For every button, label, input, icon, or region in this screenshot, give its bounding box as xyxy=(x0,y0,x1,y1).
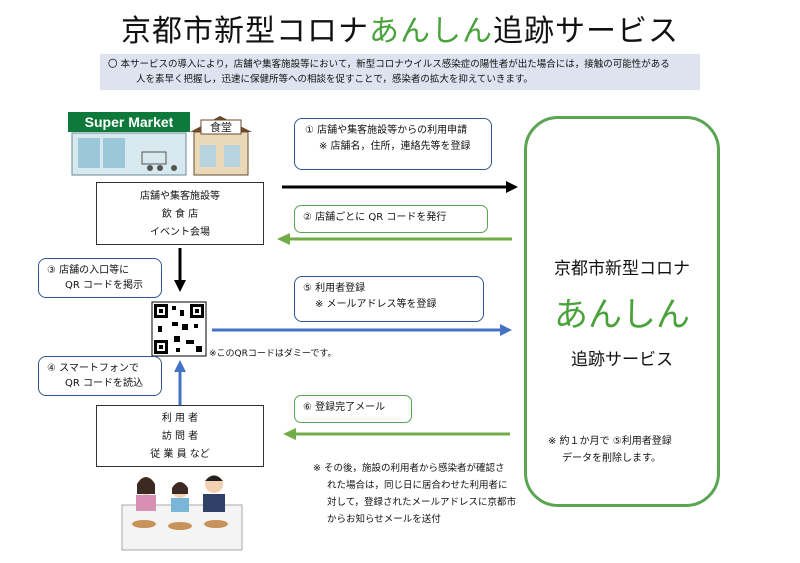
arrow-completion-mail-head xyxy=(283,428,296,440)
facility-box: 店舗や集客施設等 飲 食 店 イベント会場 xyxy=(96,182,264,245)
facility-line-3: イベント会場 xyxy=(150,227,210,238)
step1-line1: ① 店舗や集客施設等からの利用申請 xyxy=(305,125,468,136)
supermarket-sign: Super Market xyxy=(85,114,174,130)
step5-box: ⑤ 利用者登録 ※ メールアドレス等を登録 xyxy=(294,276,484,322)
restaurant-illustration xyxy=(190,116,252,176)
step4-box: ④ スマートフォンで QR コードを読込 xyxy=(38,356,162,396)
step1-box: ① 店舗や集客施設等からの利用申請 ※ 店舗名，住所，連絡先等を登録 xyxy=(294,118,492,170)
service-box xyxy=(524,116,720,507)
title-part3: 追跡サービス xyxy=(493,14,679,49)
qr-code xyxy=(151,301,207,357)
step3-box: ③ 店舗の入口等に QR コードを掲示 xyxy=(38,258,162,298)
intro-line2: 人を素早く把握し，迅速に保健所等への相談を促すことで，感染者の拡大を抑えていきま… xyxy=(136,74,533,85)
service-note-line2: データを削除します。 xyxy=(562,453,661,464)
service-line2: あんしん xyxy=(554,295,690,335)
followup-line4: からお知らせメールを送付 xyxy=(327,514,441,525)
step6-line1: ⑥ 登録完了メール xyxy=(303,402,386,413)
title-part2: あんしん xyxy=(369,14,493,49)
page-title: 京都市新型コロナあんしん追跡サービス xyxy=(0,6,800,50)
arrow-qr-issue-head xyxy=(277,233,290,245)
step5-line1: ⑤ 利用者登録 xyxy=(303,283,366,294)
followup-line3: 対して，登録されたメールアドレスに京都市 xyxy=(327,497,517,508)
users-line-2: 訪 問 者 xyxy=(161,431,199,442)
intro-line1: 〇 本サービスの導入により，店舗や集客施設等において，新型コロナウイルス感染症の… xyxy=(108,59,670,70)
facility-line-1: 店舗や集客施設等 xyxy=(140,191,220,202)
followup-note: ※ その後，施設の利用者から感染者が確認さ れた場合は，同じ日に居合わせた利用者… xyxy=(313,460,535,528)
step2-box: ② 店舗ごとに QR コードを発行 xyxy=(294,205,488,233)
arrow-application-head xyxy=(506,181,518,193)
step1-line2: ※ 店舗名，住所，連絡先等を登録 xyxy=(319,141,471,152)
service-line1: 京都市新型コロナ xyxy=(554,259,690,279)
step4-line2: QR コードを読込 xyxy=(65,378,143,389)
service-note: ※ 約１か月で ⑤利用者登録 データを削除します。 xyxy=(548,433,718,467)
supermarket-illustration xyxy=(68,112,190,176)
title-part1: 京都市新型コロナ xyxy=(121,14,369,49)
restaurant-sign: 食堂 xyxy=(210,120,232,134)
service-note-line1: ※ 約１か月で ⑤利用者登録 xyxy=(548,436,672,447)
step2-line1: ② 店舗ごとに QR コードを発行 xyxy=(303,212,447,223)
arrow-post-qr-head xyxy=(174,280,186,292)
step5-line2: ※ メールアドレス等を登録 xyxy=(315,299,437,310)
service-line3: 追跡サービス xyxy=(571,350,673,370)
arrow-user-registration-head xyxy=(500,324,512,336)
step4-line1: ④ スマートフォンで xyxy=(47,363,139,374)
facility-line-2: 飲 食 店 xyxy=(161,209,199,220)
followup-line1: ※ その後，施設の利用者から感染者が確認さ xyxy=(313,463,505,474)
followup-line2: れた場合は，同じ日に居合わせた利用者に xyxy=(327,480,508,491)
users-line-1: 利 用 者 xyxy=(161,413,199,424)
step3-line2: QR コードを掲示 xyxy=(65,280,143,291)
arrow-scan-qr-head xyxy=(174,360,186,372)
step6-box: ⑥ 登録完了メール xyxy=(294,395,412,423)
qr-dummy-note: ※このQRコードはダミーです。 xyxy=(209,349,337,359)
step3-line1: ③ 店舗の入口等に xyxy=(47,265,130,276)
intro-box: 〇 本サービスの導入により，店舗や集客施設等において，新型コロナウイルス感染症の… xyxy=(100,54,700,90)
users-line-3: 従 業 員 など xyxy=(150,449,210,460)
users-box: 利 用 者 訪 問 者 従 業 員 など xyxy=(96,405,264,467)
people-illustration xyxy=(121,475,243,551)
